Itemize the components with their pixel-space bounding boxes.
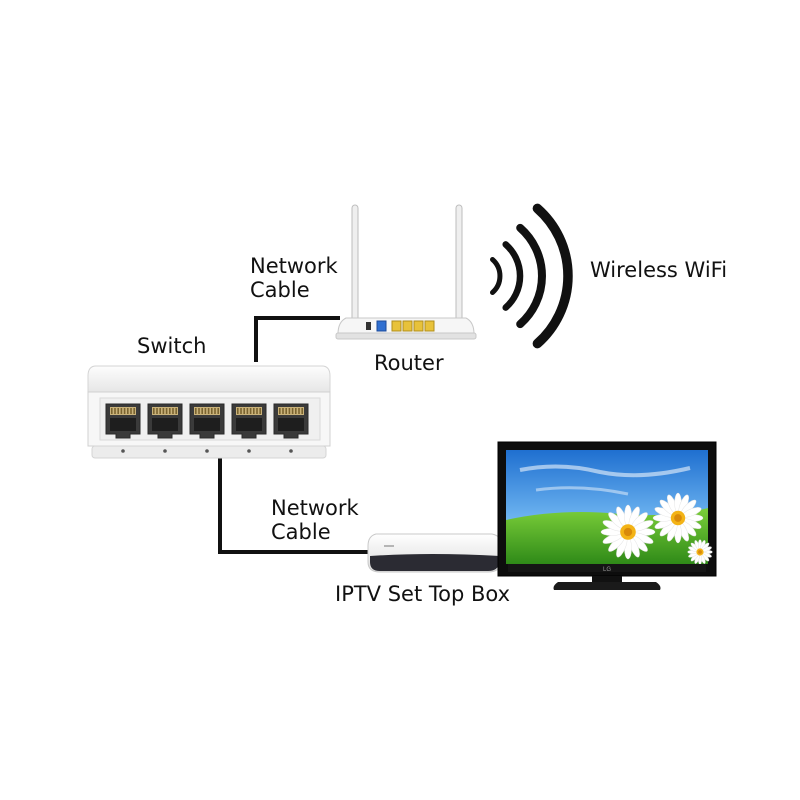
tv-device: LG [497,441,717,590]
set-top-box-device [367,533,503,573]
led-indicator [247,449,251,453]
router-port-icon [391,320,402,332]
rj45-port-icon [147,403,183,439]
rj45-port-icon [231,403,267,439]
daisy-flower [600,504,656,560]
led-indicator [289,449,293,453]
daisy-flower [687,539,713,565]
router-port-icon [413,320,424,332]
rj45-port-icon [105,403,141,439]
wifi-label: Wireless WiFi [590,258,728,282]
rj45-port-icon [189,403,225,439]
router-port-icon [402,320,413,332]
router-port-icon [424,320,435,332]
daisy-flower [652,492,704,544]
switch-device [87,365,331,459]
network-cable-top [254,316,340,362]
led-indicator [163,449,167,453]
router-lan-ports [391,320,435,332]
set-top-box-label: IPTV Set Top Box [335,582,511,606]
network-cable-bottom [218,452,372,554]
switch-leds [121,449,293,453]
switch-ports [105,403,309,439]
tv-brand-logo: LG [603,567,611,573]
router-antenna-right [455,204,463,324]
router-device [335,204,477,340]
network-cable-label-top: Network Cable [250,254,338,302]
router-label: Router [374,351,444,375]
tv-screen-flowers [600,492,713,565]
network-cable-label-bottom: Network Cable [271,496,359,544]
wifi-signal-icon [490,203,573,349]
led-indicator [121,449,125,453]
led-indicator [205,449,209,453]
rj45-port-icon [273,403,309,439]
router-antenna-left [351,204,359,324]
switch-label: Switch [137,334,207,358]
